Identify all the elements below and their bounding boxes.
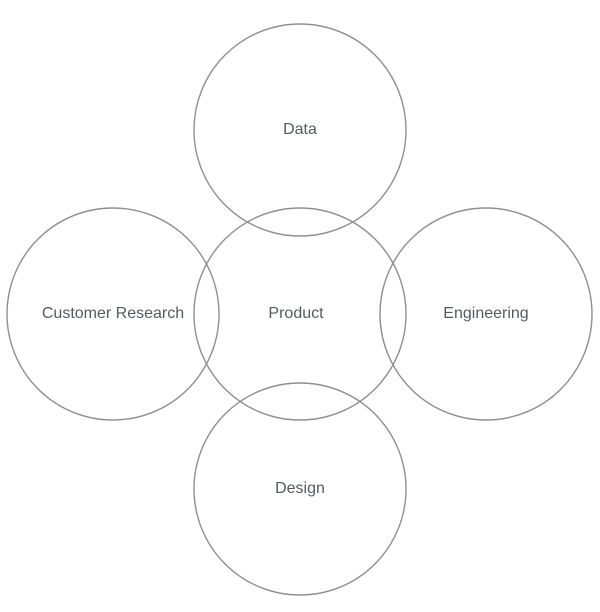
node-product: Product [193, 207, 407, 421]
engineering-label: Engineering [443, 305, 528, 322]
node-engineering: Engineering [379, 207, 593, 421]
node-data: Data [193, 23, 407, 237]
design-label: Design [275, 480, 325, 497]
product-circle [193, 207, 407, 421]
node-customer-research: Customer Research [6, 207, 220, 421]
customer-research-label: Customer Research [42, 305, 184, 322]
product-label: Product [268, 305, 324, 322]
node-design: Design [193, 382, 407, 596]
design-circle [193, 382, 407, 596]
engineering-circle [379, 207, 593, 421]
customer-research-circle [6, 207, 220, 421]
data-circle [193, 23, 407, 237]
data-label: Data [283, 121, 317, 138]
